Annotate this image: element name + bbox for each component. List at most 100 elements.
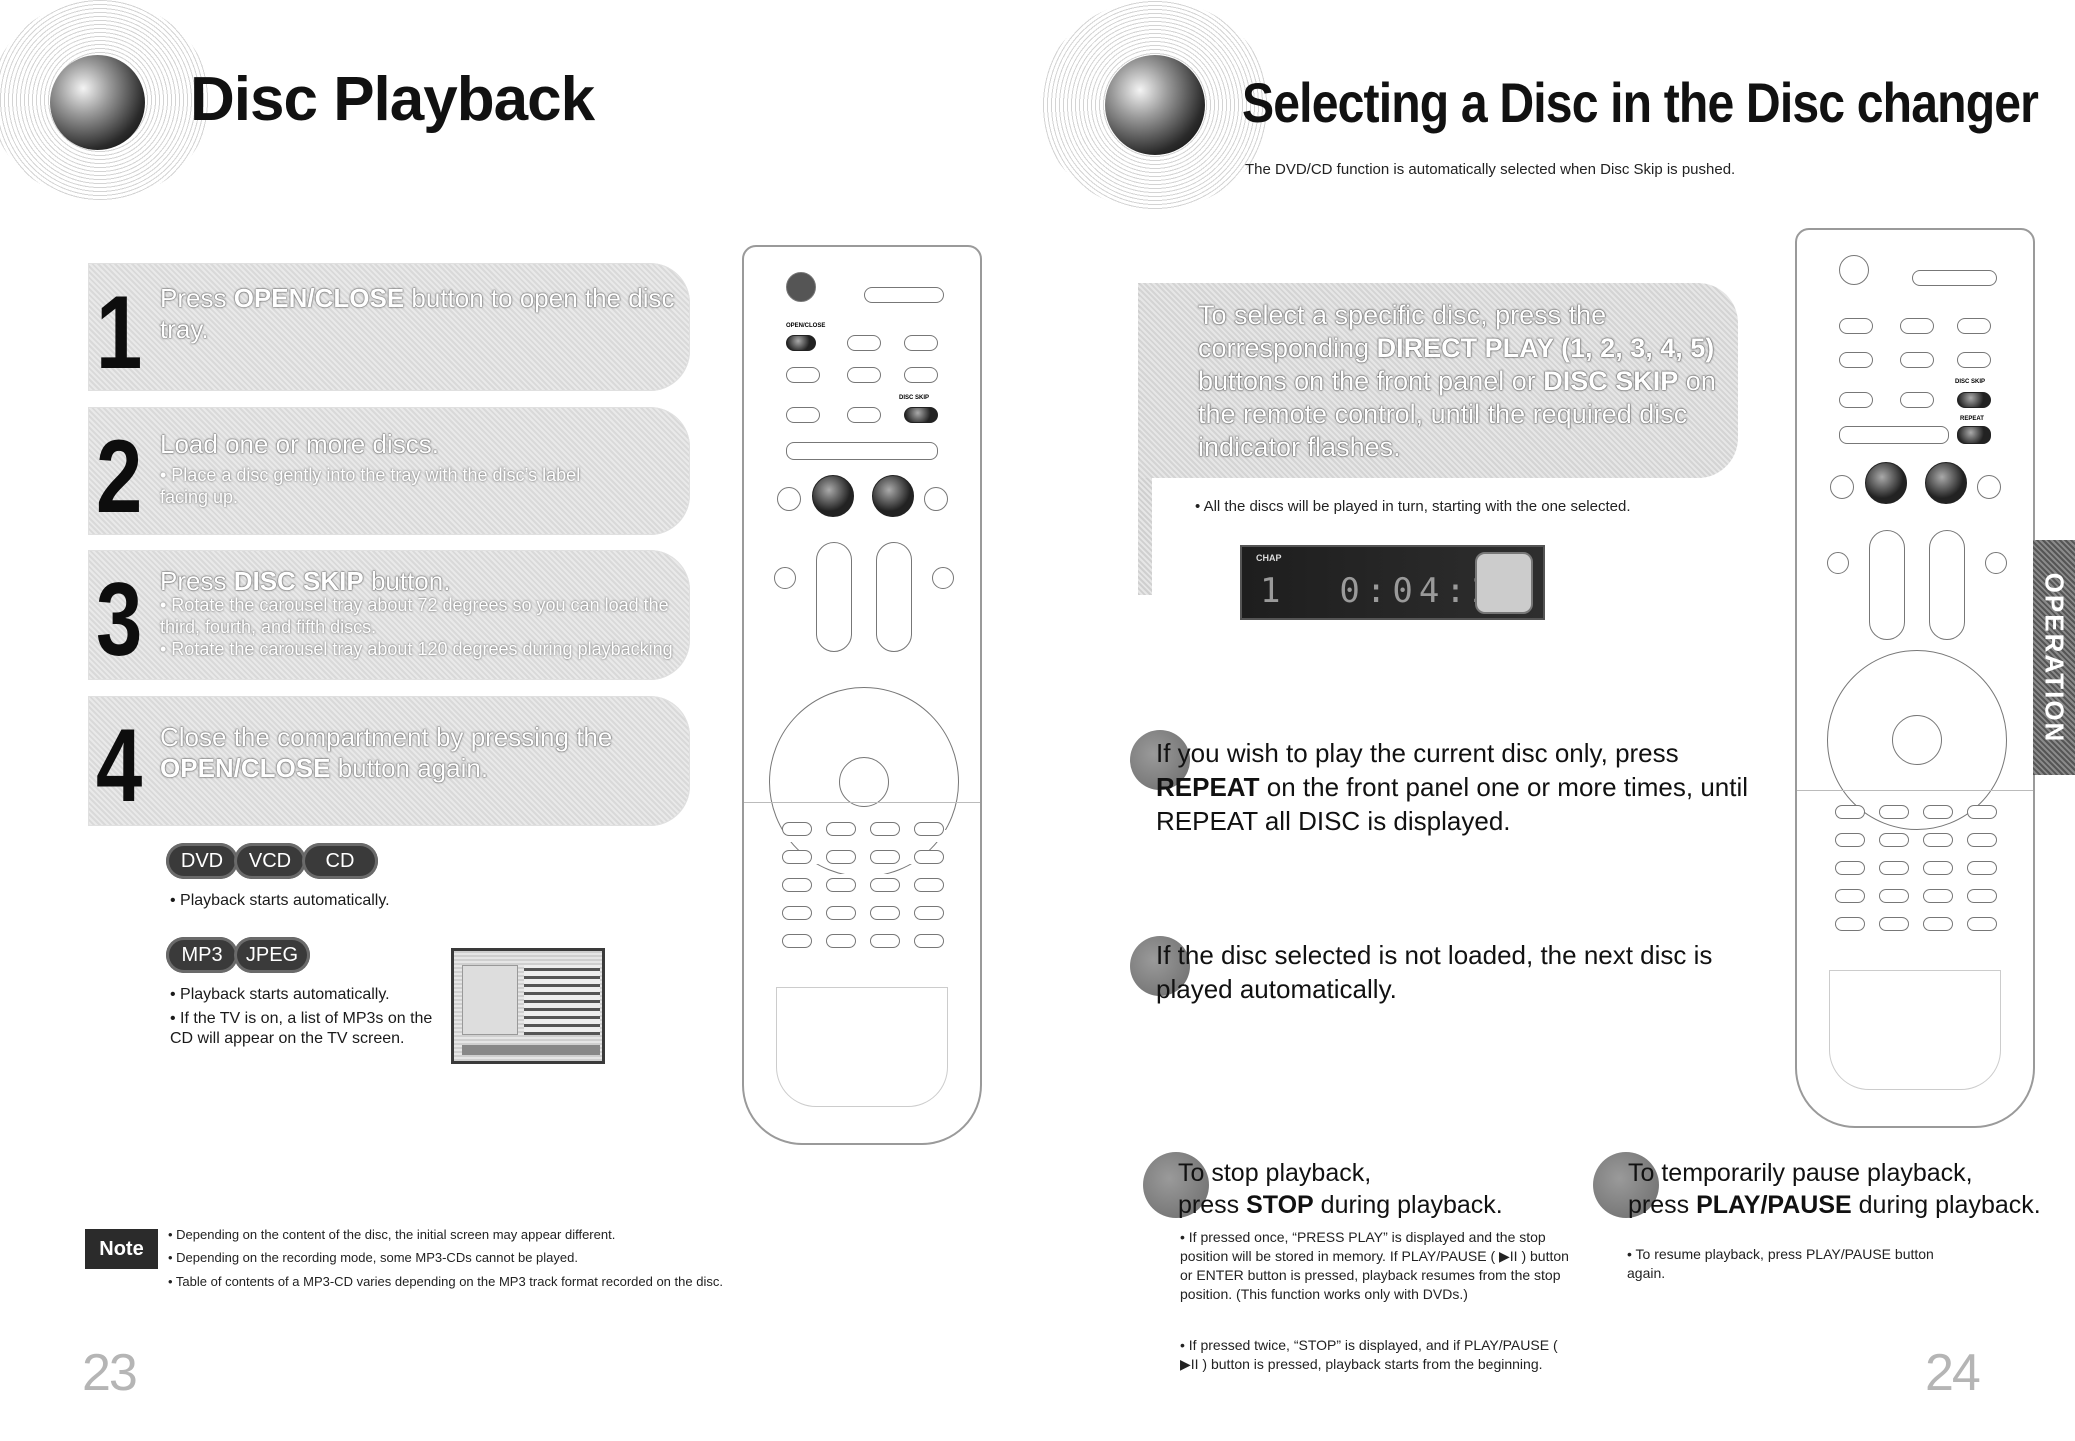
remote-btn-row1-2 [847,335,881,351]
key-9 [870,878,900,892]
side-right-button-r [1985,552,2007,574]
formats-a-note: • Playback starts automatically. [170,892,390,909]
stop-button-remote [812,475,854,517]
pause-note: • To resume playback, press PLAY/PAUSE b… [1627,1246,1934,1282]
side-left-button [774,567,796,589]
key-2 [826,822,856,836]
stop-note-2: • If pressed twice, “STOP” is displayed,… [1180,1337,1558,1373]
stop-button-r [1865,462,1907,504]
tip-repeat-pre: If you wish to play the current disc onl… [1156,738,1679,768]
stop-line-1: To stop playback, [1178,1159,1372,1187]
operation-side-tab: OPERATION [2033,540,2075,775]
tip-repeat-post: on the front panel one or more times, un… [1156,771,1749,836]
mp3-bottom-bar [462,1045,600,1055]
remote-control-right: DISC SKIP REPEAT [1795,228,2035,1128]
format-pill-jpeg: JPEG [234,937,310,973]
key-r-c [1967,861,1997,875]
format-pill-dvd: DVD [166,843,238,879]
note-2: • Depending on the recording mode, some … [168,1250,578,1265]
step-4-box: 4 Close the compartment by pressing the … [88,696,690,826]
key-r-7 [1835,861,1865,875]
tuning-button-r [1869,530,1905,640]
key-r-f [1967,889,1997,903]
key-r-e [1923,889,1953,903]
step-2-number: 2 [96,419,142,535]
pause-line-2-post: during playback. [1851,1191,2041,1219]
key-f [914,906,944,920]
volume-button-r [1929,530,1965,640]
key-r-b [1967,833,1997,847]
tip-repeat-bold: REPEAT [1156,771,1260,802]
side-left-button-r [1827,552,1849,574]
pause-line-1: To temporarily pause playback, [1628,1159,1973,1187]
volume-button [876,542,912,652]
pause-marker [1593,1152,1659,1218]
key-r-6 [1923,833,1953,847]
tip-not-loaded-text: If the disc selected is not loaded, the … [1156,940,1713,1004]
key-r-4 [1835,833,1865,847]
tip-repeat-marker [1130,730,1190,790]
key-r-5 [1879,833,1909,847]
format-pill-cd: CD [302,843,378,879]
remote-btn-row2-2 [847,367,881,383]
step-3-sub-1: • Rotate the carousel tray about 72 degr… [160,595,669,637]
step-3-sub-2: • Rotate the carousel tray about 120 deg… [160,639,673,659]
remote-r-btn-2 [1900,318,1934,334]
step-2-text: Load one or more discs. [160,429,439,459]
instruction-bold-2: DISC SKIP [1543,365,1679,396]
step-1-bold: OPEN/CLOSE [233,283,405,313]
disc-indicator-icon [1475,552,1533,614]
side-tab-label: OPERATION [2039,572,2070,743]
number-keypad-left [782,822,952,952]
formats-b-note-1: • Playback starts automatically. [170,986,390,1003]
remote-r-btn-4 [1839,352,1873,368]
tuning-up-button [816,542,852,652]
enter-button-remote [839,757,889,807]
power-button-r [1839,255,1869,285]
play-pause-button-remote [872,475,914,517]
direction-pad-r [1827,650,2007,830]
skip-forward-button-r [1977,475,2001,499]
disc-skip-label: DISC SKIP [899,395,930,401]
instruction-pre: To select a specific disc, press the cor… [1198,300,1607,363]
instruction-mid: buttons on the front panel or [1198,365,1544,396]
tv-screen-thumbnail [451,948,605,1064]
remote-btn-row3-1 [786,407,820,423]
step-4-number: 4 [96,708,142,824]
key-r-a [1967,805,1997,819]
enter-button-r [1892,715,1942,765]
key-r-2 [1879,805,1909,819]
key-3 [870,822,900,836]
page-title-left: Disc Playback [190,65,595,134]
stop-line-2-post: during playback. [1313,1191,1503,1219]
skip-back-button [777,487,801,511]
note-3: • Table of contents of a MP3-CD varies d… [168,1274,723,1289]
key-0 [826,906,856,920]
formats-b-note-2: • If the TV is on, a list of MP3s on the… [170,1010,433,1047]
repeat-label-r: REPEAT [1960,416,1984,422]
key-r-0 [1879,889,1909,903]
key-c [914,878,944,892]
instruction-note: • All the discs will be played in turn, … [1195,498,1631,515]
step-3-box: 3 Press DISC SKIP button. • Rotate the c… [88,550,690,680]
remote-battery-panel-right [1829,970,2001,1090]
format-pill-mp3: MP3 [166,937,238,973]
format-pill-vcd: VCD [234,843,306,879]
remote-divider-right [1797,790,2033,791]
step-1-pre: Press [160,283,234,313]
remote-r-btn-1 [1839,318,1873,334]
key-r-1 [1835,805,1865,819]
key-d [782,906,812,920]
play-pause-button-r [1925,462,1967,504]
tip-repeat-text: If you wish to play the current disc onl… [1156,737,1776,838]
key-r-i [1923,917,1953,931]
key-8 [826,878,856,892]
pause-line-2-bold: PLAY/PAUSE [1696,1191,1852,1219]
remote-btn-row2-1 [786,367,820,383]
step-1-number: 1 [96,275,142,391]
instruction-text: To select a specific disc, press the cor… [1198,299,1728,464]
step-1-post: button to open the disc tray. [160,283,675,345]
key-i [870,934,900,948]
tip-not-loaded-marker [1130,936,1190,996]
repeat-button-r [1957,426,1991,444]
